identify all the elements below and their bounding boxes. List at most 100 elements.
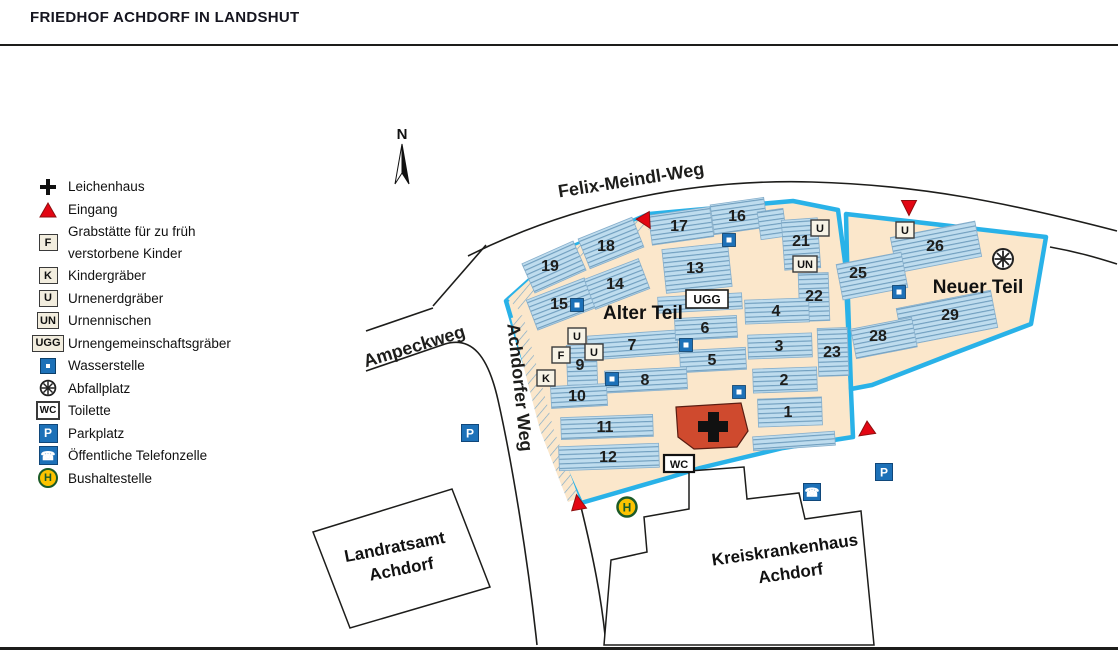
children-grave-marker: F xyxy=(551,346,571,364)
leichenhaus-cross-icon xyxy=(698,412,728,442)
legend-item-abfallplatz: Abfallplatz xyxy=(28,377,243,400)
buildings xyxy=(312,466,875,646)
water-point-marker xyxy=(605,372,619,386)
legend-item-urnengemeinschaftsgraeber: UGG Urnengemeinschaftsgräber xyxy=(28,332,243,355)
p-marker-label: P xyxy=(466,427,474,441)
wc-marker-label: WC xyxy=(670,459,688,471)
grave-block xyxy=(850,316,918,360)
grave-block xyxy=(835,251,909,301)
entrance-marker xyxy=(858,420,877,437)
un-symbol: UN xyxy=(37,312,59,330)
legend-label: Wasserstelle xyxy=(68,358,145,374)
grave-block xyxy=(674,314,738,342)
legend-item-bushaltestelle: H Bushaltestelle xyxy=(28,467,243,490)
water-point-markers xyxy=(570,233,906,399)
section-label-4: 4 xyxy=(772,303,781,320)
leichenhaus-cross-icon xyxy=(28,178,68,196)
legend-item-leichenhaus: Leichenhaus xyxy=(28,176,243,199)
section-label-14: 14 xyxy=(606,276,624,293)
parking-marker: P xyxy=(461,424,479,442)
grave-block xyxy=(604,366,688,394)
section-label-17: 17 xyxy=(670,218,688,235)
water-point-icon xyxy=(28,357,68,374)
roads xyxy=(365,180,1118,646)
section-label-15: 15 xyxy=(550,296,568,313)
wc-symbol: WC xyxy=(35,401,61,421)
legend-label: Toilette xyxy=(68,403,111,419)
section-label-8: 8 xyxy=(641,372,650,389)
water-point-marker xyxy=(570,298,584,312)
section-label-13: 13 xyxy=(686,260,704,277)
phone-marker: ☎ xyxy=(803,483,821,501)
felix-meindl-weg-label: Felix-Meindl-Weg xyxy=(557,159,706,202)
legend-item-wasserstelle: Wasserstelle xyxy=(28,355,243,378)
legend-item-eingang: Eingang xyxy=(28,199,243,222)
urnengemeinschaftsgraeber-marker: UGG xyxy=(685,289,729,309)
letter-markers: U U U U UN F K xyxy=(536,219,915,474)
urnenerdgraeber-marker: U xyxy=(895,221,915,239)
k-symbol: K xyxy=(38,267,58,285)
toilet-marker: WC xyxy=(662,453,696,474)
grave-block xyxy=(647,206,715,246)
ugg-symbol: UGG xyxy=(32,334,64,352)
grave-block xyxy=(752,366,818,394)
legend-label: Parkplatz xyxy=(68,425,125,441)
urnenerdgraeber-box-icon: U xyxy=(28,289,68,307)
urnengemeinschaftsgraeber-box-icon: UGG xyxy=(28,334,68,352)
road-ampeckweg-achdorfer-edge xyxy=(365,341,538,646)
urnenerdgraeber-marker: U xyxy=(810,219,830,237)
grave-block xyxy=(558,442,660,472)
road-ampeckweg-upper-edge xyxy=(365,307,434,332)
grave-block xyxy=(583,258,651,310)
section-label-28: 28 xyxy=(869,328,887,345)
road-achdorfer-right-edge xyxy=(580,506,607,646)
grave-block xyxy=(521,240,587,294)
urnenerdgraeber-marker: U xyxy=(567,327,587,345)
parking-marker: P xyxy=(875,463,893,481)
grave-block xyxy=(757,396,823,428)
legend-label: Abfallplatz xyxy=(68,380,131,396)
legend: Leichenhaus Eingang F Grabstätte für zu … xyxy=(28,176,243,490)
legend-item-kindergraeber: K Kindergräber xyxy=(28,265,243,288)
ampeckweg-label: Ampeckweg xyxy=(361,321,467,371)
road-felix-meindl-weg-edge xyxy=(467,180,1118,257)
legend-item-urnenerdgraeber: U Urnenerdgräber xyxy=(28,287,243,310)
entrance-markers xyxy=(571,200,918,512)
section-label-7: 7 xyxy=(628,337,637,354)
grave-block xyxy=(747,332,813,360)
compass: N xyxy=(394,126,410,185)
alter-teil-label: Alter Teil xyxy=(603,303,683,324)
u-marker-label: U xyxy=(573,331,581,343)
neuer-teil-label: Neuer Teil xyxy=(933,277,1023,298)
u-marker-label: U xyxy=(901,225,909,237)
urnenerdgraeber-marker: U xyxy=(584,343,604,361)
k-marker-label: K xyxy=(542,373,550,385)
parking-markers: P P xyxy=(461,424,893,481)
water-point-marker xyxy=(892,285,906,299)
road-edge-right xyxy=(1049,246,1118,265)
h-marker-label: H xyxy=(623,501,632,515)
grave-block xyxy=(560,413,654,441)
water-point-marker xyxy=(722,233,736,247)
legend-label: Öffentliche Telefonzelle xyxy=(68,448,208,464)
grave-block xyxy=(577,216,645,270)
section-labels: 1 2 3 4 5 6 7 8 9 10 11 12 13 14 15 16 1… xyxy=(541,208,959,466)
section-label-10: 10 xyxy=(568,388,586,405)
compass-needle-right xyxy=(401,143,410,185)
grave-block xyxy=(816,327,850,377)
grave-block xyxy=(679,346,747,374)
entrance-marker xyxy=(635,210,651,230)
bottom-border xyxy=(0,647,1118,650)
u-marker-label: U xyxy=(816,223,824,235)
section-label-25: 25 xyxy=(849,265,867,282)
leichenhaus-building xyxy=(675,402,749,450)
waste-place-marker xyxy=(992,248,1014,270)
entrance-marker xyxy=(900,200,918,217)
legend-label: Bushaltestelle xyxy=(68,470,153,486)
section-label-23: 23 xyxy=(823,344,841,361)
section-label-12: 12 xyxy=(599,449,617,466)
children-grave-box-icon: F xyxy=(28,234,68,252)
f-symbol: F xyxy=(38,234,58,252)
